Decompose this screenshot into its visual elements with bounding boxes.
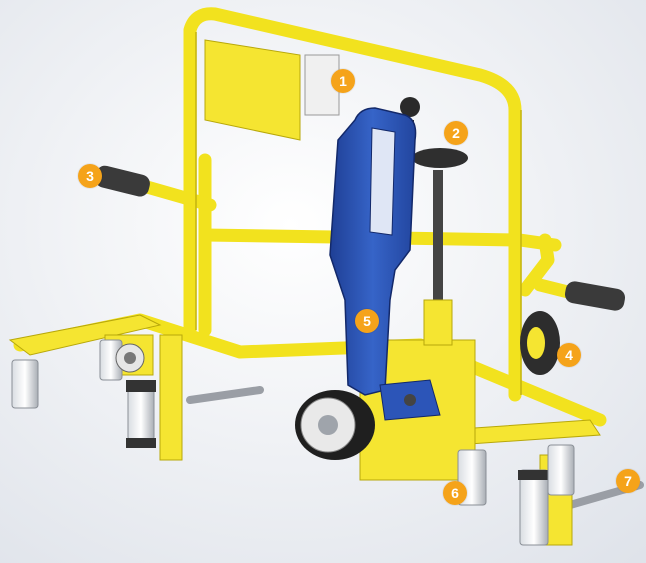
right-grip bbox=[564, 281, 626, 311]
callout-3[interactable]: 3 bbox=[78, 164, 102, 188]
roller-left-c bbox=[127, 384, 155, 441]
mounting-plate bbox=[204, 39, 301, 141]
callout-4[interactable]: 4 bbox=[557, 343, 581, 367]
roller-right-b-cap bbox=[518, 470, 550, 480]
callout-7[interactable]: 7 bbox=[616, 469, 640, 493]
callout-1[interactable]: 1 bbox=[331, 69, 355, 93]
left-grip bbox=[95, 165, 150, 197]
side-disc-hub bbox=[527, 327, 545, 359]
left-wheel-hub bbox=[124, 352, 136, 364]
left-bolt bbox=[186, 386, 264, 404]
callout-6[interactable]: 6 bbox=[443, 481, 467, 505]
front-wheel-hub bbox=[318, 415, 338, 435]
lead-screw bbox=[433, 170, 443, 310]
screw-housing bbox=[423, 299, 453, 346]
roller-left-c-base bbox=[126, 438, 156, 448]
clamp-knob bbox=[404, 394, 416, 406]
handwheel-knob bbox=[400, 97, 420, 117]
left-post bbox=[159, 334, 183, 461]
housing-slot bbox=[369, 127, 396, 236]
callout-5[interactable]: 5 bbox=[355, 309, 379, 333]
callout-2[interactable]: 2 bbox=[444, 121, 468, 145]
left-bracket bbox=[8, 314, 162, 356]
roller-left-a bbox=[11, 359, 39, 409]
roller-left-c-cap bbox=[126, 380, 156, 392]
handwheel bbox=[412, 148, 468, 168]
blue-housing bbox=[329, 107, 417, 396]
roller-right-c bbox=[547, 444, 575, 496]
roller-right-b bbox=[519, 469, 549, 546]
